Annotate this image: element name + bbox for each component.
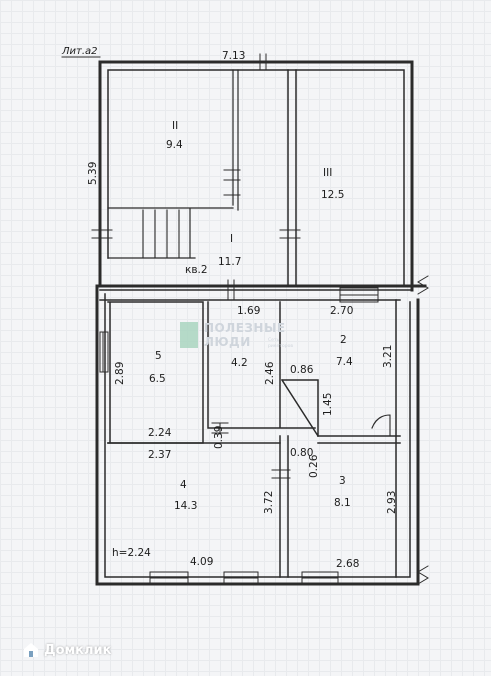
dim-r4-right-gap: 0.80 — [290, 447, 313, 459]
room-number: III — [323, 167, 332, 179]
inner-wall-upper — [107, 69, 405, 285]
room3-walls — [279, 435, 289, 578]
house-icon — [24, 643, 38, 657]
dim-gap-small: 0.39 — [213, 426, 225, 449]
room-area: 12.5 — [321, 189, 344, 201]
watermark-line1: ПОЛЕЗНЫЕ — [204, 321, 286, 335]
dim-r3-width: 2.68 — [336, 558, 359, 570]
dim-r3-height: 2.93 — [386, 491, 398, 514]
room3-door — [271, 469, 291, 479]
horizontal-divider — [99, 289, 413, 301]
dim-corridor-height: 2.46 — [264, 361, 276, 385]
watermark-logo — [180, 322, 198, 348]
dim-r3-gap: 0.26 — [308, 454, 320, 478]
room-area: 14.3 — [174, 500, 197, 512]
dim-stair-width: 0.86 — [290, 364, 314, 376]
wall-I-III — [287, 69, 297, 287]
brand-logo[interactable]: Домклик — [22, 640, 111, 660]
room-number: 2 — [340, 334, 347, 346]
window-bottom-2 — [223, 571, 259, 585]
sink — [371, 414, 391, 437]
window-bottom-3 — [301, 571, 339, 585]
room-area: 9.4 — [166, 139, 183, 151]
room-area: 11.7 — [218, 256, 241, 268]
room-area: 7.4 — [336, 356, 353, 368]
stair-diagonal — [280, 378, 320, 438]
dim-right-top-width: 2.70 — [330, 305, 353, 317]
watermark-line2: ЛЮДИ — [204, 335, 251, 349]
room-area: 8.1 — [334, 497, 351, 509]
litera-label: Лит.а2 — [61, 46, 98, 57]
flat-note: кв.2 — [185, 264, 208, 276]
room-number: 5 — [155, 350, 162, 362]
dim-r4-top-width: 2.37 — [148, 449, 171, 461]
corridor-door — [211, 422, 229, 434]
door-upper — [223, 169, 241, 196]
dim-stair-height: 1.45 — [322, 393, 334, 416]
watermark-sub2: риелторов — [268, 344, 293, 349]
watermark-sub1: Сеть — [268, 337, 280, 343]
brand-name: Домклик — [44, 642, 112, 658]
room5-window — [99, 331, 109, 373]
dim-r4-height: 3.72 — [263, 491, 275, 514]
break-mark-1 — [417, 275, 429, 295]
dim-r5-height: 2.89 — [114, 362, 126, 385]
dim-top-width: 7.13 — [222, 50, 245, 62]
wall-II-right — [232, 69, 239, 211]
window-bottom-1 — [149, 571, 189, 585]
door-I-bottom — [227, 279, 235, 301]
room-number: II — [172, 120, 178, 132]
break-mark-2 — [417, 565, 429, 585]
stair-treads — [142, 209, 180, 259]
ceiling-height: h=2.24 — [112, 547, 151, 559]
watermark: ПОЛЕЗНЫЕ ЛЮДИ Сеть риелторов — [180, 321, 293, 349]
room-number: 3 — [339, 475, 346, 487]
dim-r5-width: 2.24 — [148, 427, 172, 439]
window-left-upper — [91, 229, 113, 239]
outer-wall-upper — [98, 60, 414, 292]
dim-mid-width: 1.69 — [237, 305, 260, 317]
stair-frame — [107, 207, 234, 259]
dim-left-height: 5.39 — [87, 162, 99, 185]
room-number: 4 — [180, 479, 187, 491]
room2-bottom — [317, 435, 401, 444]
room-area: 6.5 — [149, 373, 166, 385]
dim-r2-height: 3.21 — [382, 345, 394, 368]
window-top — [259, 53, 267, 71]
room-area: 4.2 — [231, 357, 248, 369]
corridor-walls — [207, 301, 316, 429]
window-top-right — [339, 287, 379, 303]
door-I — [279, 229, 301, 239]
dim-r4-bottom-width: 4.09 — [190, 556, 213, 568]
room-number: I — [230, 233, 233, 245]
